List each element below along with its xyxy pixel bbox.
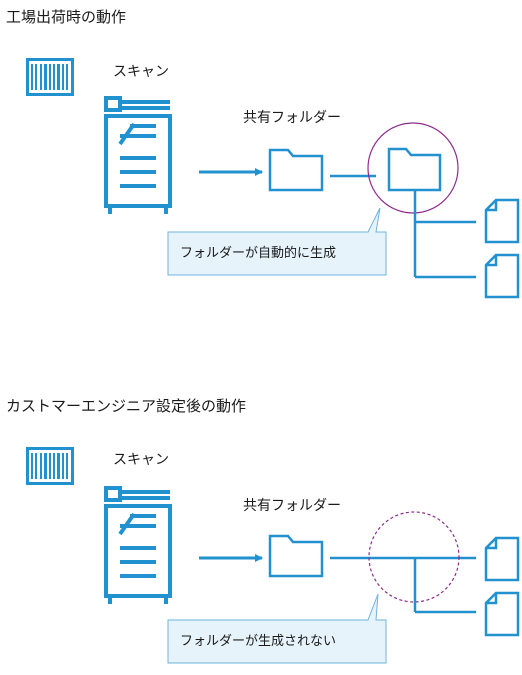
barcode-icon	[26, 447, 74, 485]
document-icon	[484, 253, 520, 299]
auto-created-folder-icon	[387, 147, 442, 192]
diagram-1-callout-text: フォルダーが自動的に生成	[180, 246, 337, 261]
multifunction-printer-icon	[104, 486, 172, 604]
document-icon	[484, 591, 520, 637]
highlight-circle	[367, 122, 459, 214]
callout-box	[167, 207, 387, 276]
diagram-1-heading: 工場出荷時の動作	[6, 8, 127, 26]
branch-lines	[413, 190, 476, 279]
diagram-1-shared-folder-label: 共有フォルダー	[243, 110, 341, 126]
shared-folder-icon	[268, 534, 324, 578]
diagram-2-callout-text: フォルダーが生成されない	[180, 634, 337, 649]
multifunction-printer-icon	[104, 96, 172, 214]
diagram-2-scan-label: スキャン	[113, 452, 169, 468]
shared-folder-icon	[268, 148, 324, 192]
document-icon	[484, 536, 520, 582]
branch-lines	[413, 558, 476, 614]
document-icon	[484, 198, 520, 244]
diagram-2-heading: カストマーエンジニア設定後の動作	[6, 397, 247, 415]
barcode-icon	[26, 58, 74, 96]
diagram-2-shared-folder-label: 共有フォルダー	[243, 498, 341, 514]
diagram-1-scan-label: スキャン	[113, 64, 169, 80]
missing-folder-circle	[368, 511, 460, 603]
callout-box	[167, 593, 387, 664]
